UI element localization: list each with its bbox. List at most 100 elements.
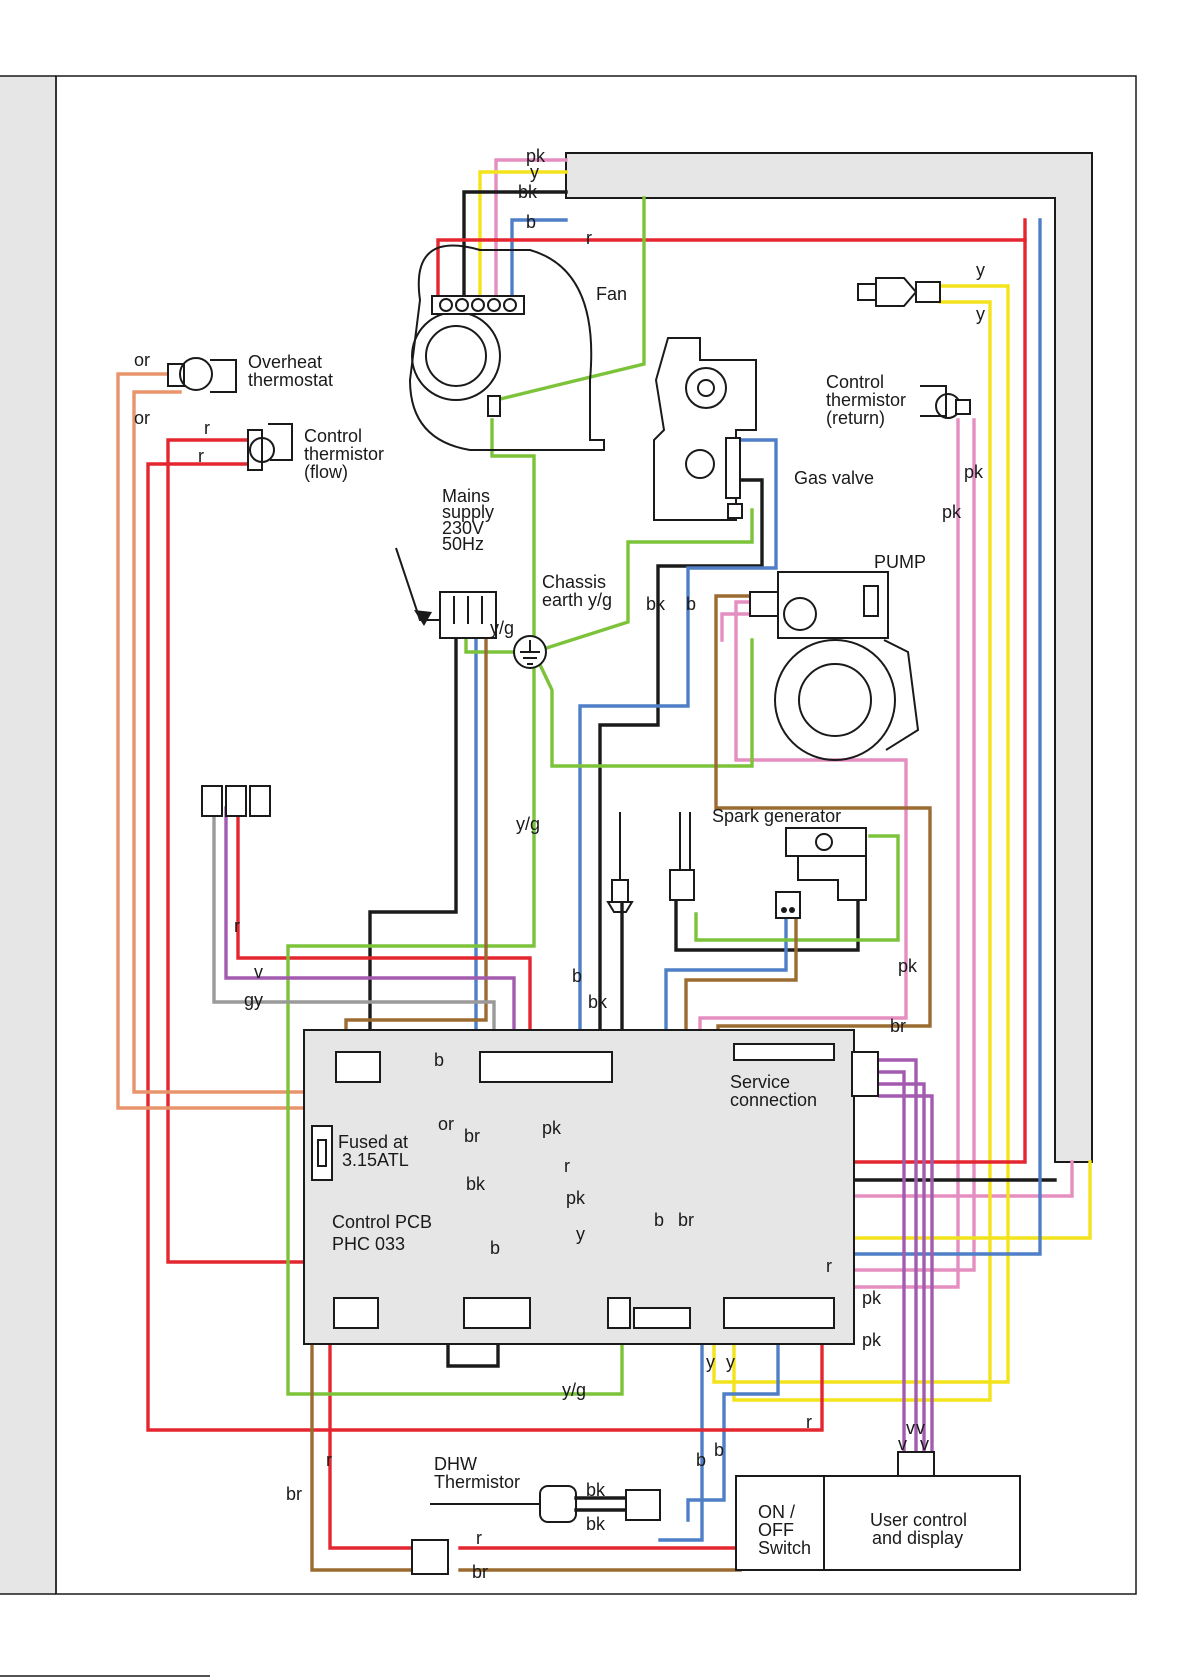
wire-label-v: v	[254, 962, 263, 982]
pcb-connector-dhw	[333, 1297, 379, 1329]
wire-label-or-3: or	[438, 1114, 454, 1134]
wire-earth-chassis	[490, 418, 536, 654]
wire-label-pk-2: pk	[964, 462, 984, 482]
label-mains-3: 230V	[442, 518, 484, 538]
wire-label-y-5: y	[706, 1352, 715, 1372]
wire-blue-dhw	[658, 1328, 704, 1542]
label-ctrl-return-3: (return)	[826, 408, 885, 428]
wire-pink-pump-2	[720, 612, 750, 642]
wire-black-spark	[674, 894, 860, 952]
wire-label-bk-4: bk	[466, 1174, 486, 1194]
label-dhw-2: Thermistor	[434, 1472, 520, 1492]
wire-red-flow-2	[146, 462, 824, 1432]
wire-label-pk-3: pk	[942, 502, 962, 522]
wire-black-fan	[462, 190, 568, 300]
wire-earth-valve	[531, 508, 754, 655]
wire-yellow-sensor	[938, 284, 1010, 1182]
label-service-1: Service	[730, 1072, 790, 1092]
control-pcb	[303, 1029, 879, 1345]
wire-label-r-6: r	[826, 1256, 832, 1276]
wire-label-r-5: r	[564, 1156, 570, 1176]
wire-label-y-4: y	[576, 1224, 585, 1244]
label-chassis-2: earth y/g	[542, 590, 612, 610]
label-pump: PUMP	[874, 552, 926, 572]
mains-connector	[395, 547, 497, 639]
wire-label-r: r	[586, 228, 592, 248]
fan-unit	[408, 244, 605, 451]
wire-violet-2	[878, 1070, 906, 1462]
wire-label-b-3: b	[572, 966, 582, 986]
wire-label-y-3: y	[976, 304, 985, 324]
label-overheat-1: Overheat	[248, 352, 322, 372]
wire-red-fan-2	[436, 238, 1027, 300]
label-gas-valve: Gas valve	[794, 468, 874, 488]
wire-label-v-2: v	[906, 1418, 915, 1438]
wire-label-yg-2: y/g	[516, 814, 540, 834]
harness-trunk	[565, 152, 1093, 1163]
label-fused-1: Fused at	[338, 1132, 408, 1152]
wire-earth-pcb	[286, 666, 624, 1396]
control-thermistor-return	[920, 385, 971, 419]
sensor-top-right	[857, 277, 941, 307]
label-pcb-1: Control PCB	[332, 1212, 432, 1232]
three-way-connector	[201, 785, 271, 817]
label-switch-2: OFF	[758, 1520, 794, 1540]
wire-orange-overheat	[116, 372, 602, 1110]
label-user-control-1: User control	[870, 1510, 967, 1530]
wire-label-yg-3: y/g	[562, 1380, 586, 1400]
wire-label-bk-5: bk	[586, 1480, 606, 1500]
pump	[749, 571, 920, 761]
wire-label-v-4: v	[898, 1434, 907, 1454]
label-fused-2: 3.15ATL	[342, 1150, 409, 1170]
wire-earth-fan	[493, 196, 646, 403]
label-fan: Fan	[596, 284, 627, 304]
wire-violet-3	[878, 1082, 926, 1462]
wire-label-pk: pk	[526, 146, 546, 166]
wire-blue-fan	[510, 218, 568, 300]
label-switch-3: Switch	[758, 1538, 811, 1558]
wire-label-br-5: br	[472, 1562, 488, 1582]
wire-label-y: y	[530, 162, 539, 182]
wire-label-yg: y/g	[490, 618, 514, 638]
wire-label-r-8: r	[326, 1450, 332, 1470]
label-user-control-2: and display	[872, 1528, 963, 1548]
label-spark: Spark generator	[712, 806, 841, 826]
wire-yellow-sensor-2	[732, 300, 992, 1402]
pcb-connector-sensors	[723, 1297, 835, 1329]
chassis-earth-symbol	[513, 635, 547, 669]
service-port	[733, 1043, 835, 1061]
wire-earth-spark	[694, 834, 900, 942]
wire-label-bk-2: bk	[646, 594, 666, 614]
service-socket	[851, 1051, 879, 1097]
wire-blue-mains	[378, 636, 478, 1074]
gas-valve	[653, 337, 757, 521]
label-mains-4: 50Hz	[442, 534, 484, 554]
wire-label-pk-7: pk	[862, 1288, 882, 1308]
spark-generator	[775, 827, 867, 919]
wire-pink-return-2	[820, 418, 960, 1289]
wire-label-b-4: b	[434, 1050, 444, 1070]
wire-label-v-3: v	[916, 1418, 925, 1438]
wire-label-or-2: or	[134, 408, 150, 428]
wire-grey-conn	[212, 806, 496, 1054]
wire-violet-conn	[224, 806, 516, 1054]
component-labels: Fan Overheat thermostat Control thermist…	[248, 284, 967, 1558]
wire-label-v-5: v	[920, 1434, 929, 1454]
wire-yellow-pcb	[712, 1178, 1010, 1384]
dhw-link-connector	[411, 1539, 449, 1575]
label-ctrl-return-1: Control	[826, 372, 884, 392]
user-control-box	[735, 1451, 1021, 1571]
fan-connector	[431, 295, 525, 315]
wire-label-r-7: r	[806, 1412, 812, 1432]
label-ctrl-flow-3: (flow)	[304, 462, 348, 482]
wire-label-y-2: y	[976, 260, 985, 280]
pcb-connector-lower	[463, 1297, 531, 1329]
label-service-2: connection	[730, 1090, 817, 1110]
wire-label-b: b	[526, 212, 536, 232]
wire-blue-pcb	[686, 1328, 780, 1522]
overheat-thermostat	[167, 357, 237, 393]
wire-label-b-6: b	[490, 1238, 500, 1258]
pcb-connector-spark	[607, 1297, 631, 1329]
wire-earth-mains	[464, 636, 536, 654]
wire-label-br-3: br	[678, 1210, 694, 1230]
